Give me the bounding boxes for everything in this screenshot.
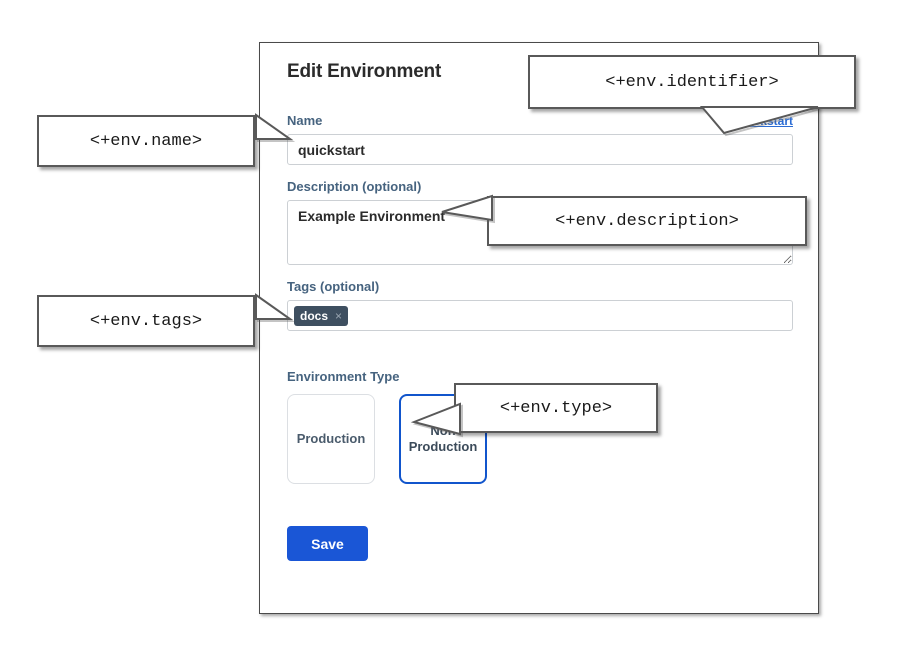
name-label: Name (287, 113, 323, 128)
callout-env-tags-text: <+env.tags> (89, 311, 203, 331)
environment-id: ID: quickstart (716, 113, 793, 129)
description-label: Description (optional) (287, 179, 422, 194)
name-field-block: Name ID: quickstart (287, 113, 793, 165)
callout-env-description: <+env.description> (487, 196, 807, 246)
callout-env-name-text: <+env.name> (89, 131, 203, 151)
name-input[interactable] (287, 134, 793, 165)
environment-type-label: Environment Type (287, 369, 400, 384)
callout-env-identifier-text: <+env.identifier> (605, 72, 779, 92)
tag-chip-label: docs (300, 308, 329, 323)
id-value-link[interactable]: quickstart (735, 114, 793, 128)
description-field-header: Description (optional) (287, 179, 793, 195)
tags-input[interactable]: docs × (287, 300, 793, 331)
callout-env-type-text: <+env.type> (499, 398, 613, 418)
tags-field-header: Tags (optional) (287, 279, 793, 295)
environment-type-option-label: Production (296, 431, 366, 446)
callout-env-description-text: <+env.description> (555, 211, 739, 231)
tag-chip[interactable]: docs × (294, 305, 349, 326)
edit-environment-panel: Edit Environment Name ID: quickstart Des… (259, 42, 819, 614)
close-icon[interactable]: × (335, 308, 343, 323)
name-field-header: Name ID: quickstart (287, 113, 793, 129)
tags-field-block: Tags (optional) docs × (287, 279, 793, 331)
environment-type-option-production[interactable]: Production (287, 394, 375, 484)
save-button[interactable]: Save (287, 526, 368, 561)
page-title: Edit Environment (287, 61, 442, 82)
id-prefix-label: ID: (716, 114, 733, 128)
callout-env-tags: <+env.tags> (37, 295, 255, 347)
form-body: Edit Environment Name ID: quickstart Des… (287, 61, 793, 561)
callout-env-name: <+env.name> (37, 115, 255, 167)
callout-env-type: <+env.type> (454, 383, 658, 433)
callout-env-identifier: <+env.identifier> (528, 55, 856, 109)
tags-label: Tags (optional) (287, 279, 380, 294)
